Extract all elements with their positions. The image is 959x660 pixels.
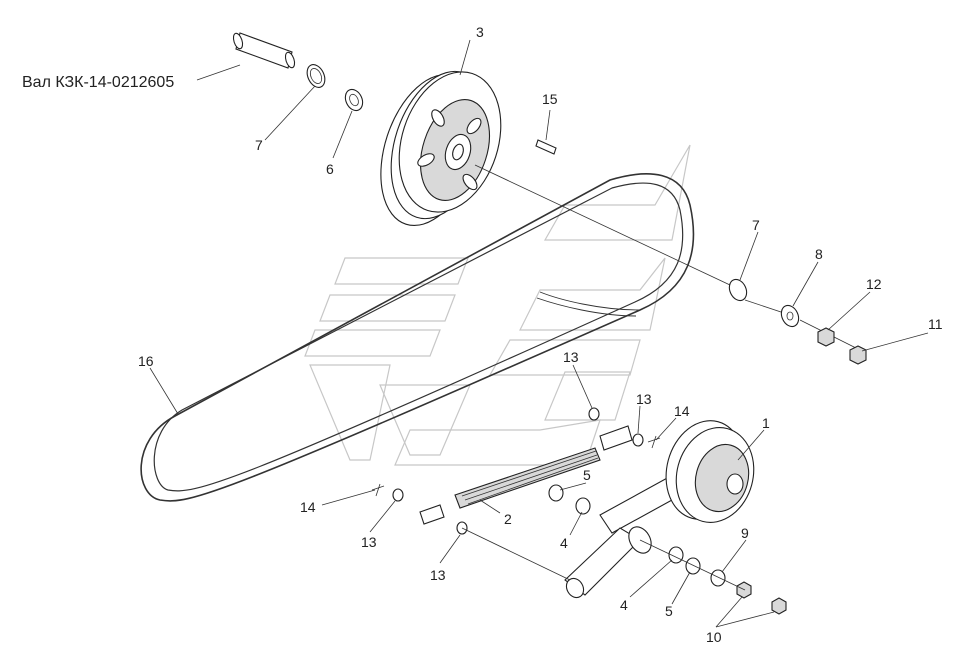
callout-12: 12 xyxy=(866,276,882,292)
title-label: Вал КЗК-14-0212605 xyxy=(22,74,174,91)
nut-10-a xyxy=(736,581,752,599)
tensioner-arm-1 xyxy=(564,420,755,599)
shaft-pin xyxy=(232,32,296,69)
callout-14-a: 14 xyxy=(674,403,690,419)
callout-13-d: 13 xyxy=(430,567,446,583)
callout-13-c: 13 xyxy=(361,534,377,550)
callout-10: 10 xyxy=(706,629,722,645)
washer-13-c xyxy=(392,488,404,502)
callout-13-a: 13 xyxy=(563,349,579,365)
nut-11 xyxy=(849,345,867,365)
callout-5-a: 5 xyxy=(583,467,591,483)
callout-2: 2 xyxy=(504,511,512,527)
pulley-3 xyxy=(380,70,502,227)
key-15 xyxy=(535,139,557,155)
callout-15: 15 xyxy=(542,91,558,107)
cotter-pin-14-a xyxy=(647,435,661,449)
callout-9: 9 xyxy=(741,525,749,541)
washer-8 xyxy=(780,304,800,328)
washer-13-b xyxy=(632,433,644,447)
cotter-pin-14-b xyxy=(371,483,385,497)
washer-13-a xyxy=(588,407,600,421)
watermark-logo xyxy=(304,144,691,466)
washer-5-a xyxy=(548,484,564,502)
callout-4-b: 4 xyxy=(620,597,628,613)
callout-4-a: 4 xyxy=(560,535,568,551)
retaining-ring-top xyxy=(306,64,326,88)
callout-14-b: 14 xyxy=(300,499,316,515)
callout-5-b: 5 xyxy=(665,603,673,619)
callout-16: 16 xyxy=(138,353,154,369)
callout-13-b: 13 xyxy=(636,391,652,407)
callout-3: 3 xyxy=(476,24,484,40)
callout-11: 11 xyxy=(928,316,943,332)
callout-8: 8 xyxy=(815,246,823,262)
washer-9 xyxy=(710,569,726,587)
nut-12 xyxy=(817,327,835,347)
callout-7-right: 7 xyxy=(752,217,760,233)
callout-1: 1 xyxy=(762,415,770,431)
washer-6 xyxy=(344,88,364,112)
nut-10-b xyxy=(771,597,787,615)
washer-5-b xyxy=(685,557,701,575)
tension-spring-2 xyxy=(419,425,633,525)
ring-7-right xyxy=(728,278,748,302)
callout-6: 6 xyxy=(326,161,334,177)
washer-4-a xyxy=(575,497,591,515)
drive-belt xyxy=(140,173,695,502)
callout-7-top: 7 xyxy=(255,137,263,153)
